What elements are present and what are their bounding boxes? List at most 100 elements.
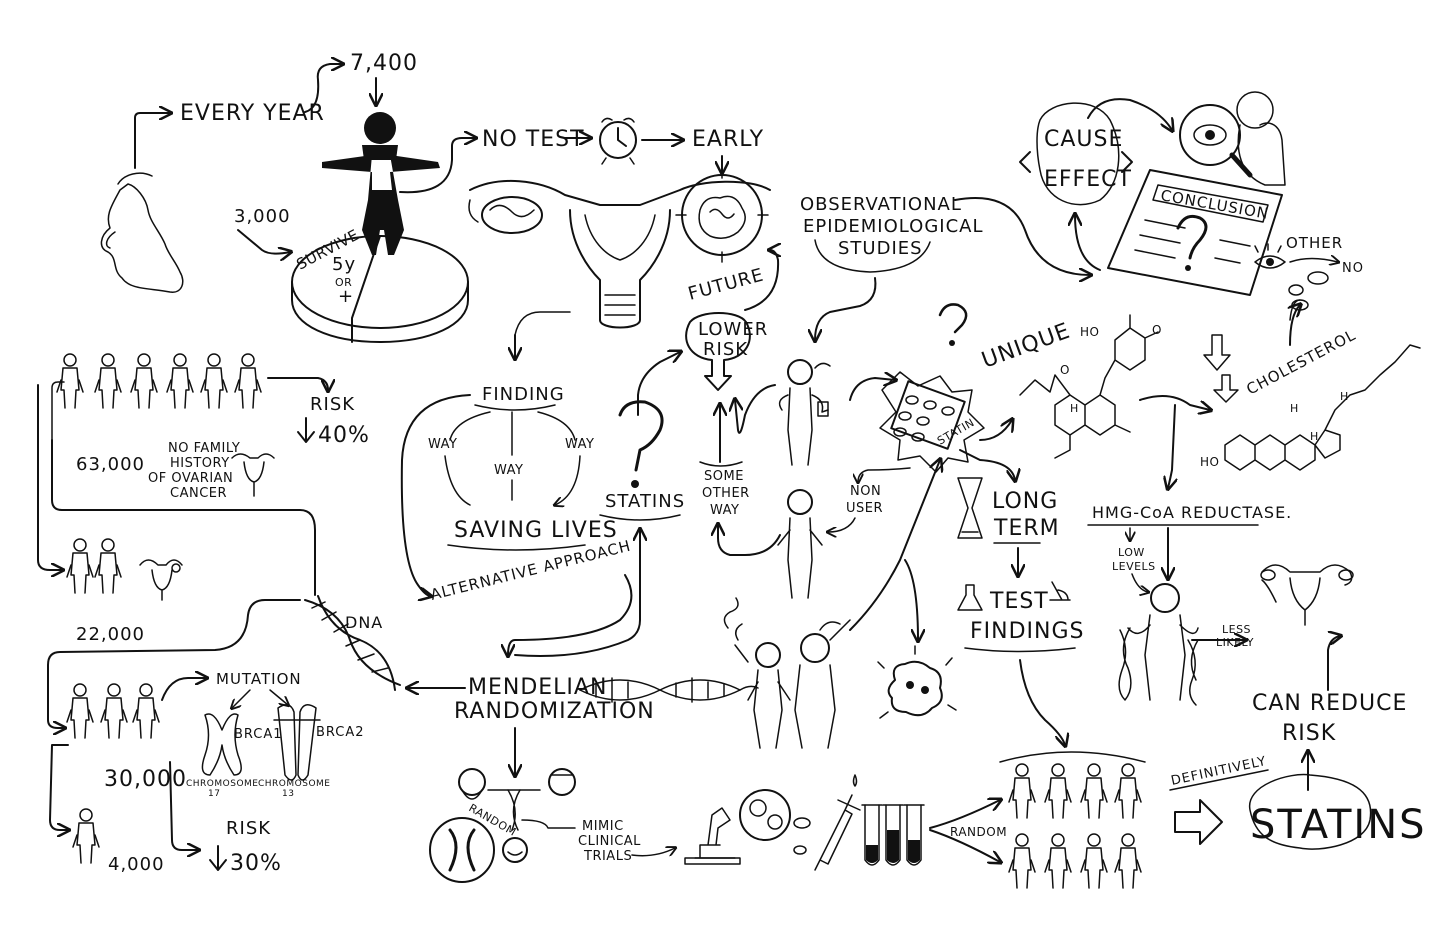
arrow-dna-to-women-bottom xyxy=(48,600,300,728)
chromosome-17-icon xyxy=(202,714,241,775)
no-family-1: NO FAMILY xyxy=(168,441,240,456)
arrow-conclusion-to-cause xyxy=(1075,215,1100,270)
cause-label: CAUSE xyxy=(1044,127,1123,152)
test-tubes-icon xyxy=(862,805,924,865)
definitively-label: DEFINITIVELY xyxy=(1170,754,1268,789)
microscope-icon xyxy=(685,808,740,864)
arrow-studies-to-person xyxy=(815,278,875,340)
less-likely-hook xyxy=(1262,580,1276,602)
people-group-top xyxy=(1009,764,1141,818)
women-row-mid xyxy=(67,539,121,593)
findings-label: FINDINGS xyxy=(970,619,1085,644)
saving-lives-label: SAVING LIVES xyxy=(454,518,618,543)
every-year-label: EVERY YEAR xyxy=(180,101,325,126)
findings-underline xyxy=(965,648,1075,652)
group-top-bracket xyxy=(1000,752,1145,762)
svg-text:HO: HO xyxy=(1080,325,1099,339)
observational-label: OBSERVATIONAL xyxy=(800,194,962,215)
some-other-way-arc xyxy=(700,462,742,466)
svg-text:H: H xyxy=(1290,402,1299,415)
single-woman xyxy=(73,809,99,863)
down-arrow-icon-2 xyxy=(1214,375,1238,402)
no-family-2: HISTORY xyxy=(170,456,230,471)
arrow-alternative-to-mendelian xyxy=(508,575,631,655)
risk-bottom-label: RISK xyxy=(226,818,271,839)
statin-pack-label: STATIN xyxy=(935,416,977,448)
brca1-label: BRCA1 xyxy=(234,727,283,742)
arrow-to-bacteria xyxy=(905,560,918,640)
observer-person-icon xyxy=(780,360,830,465)
small-uterus-icon-1 xyxy=(232,454,274,496)
women-row-top xyxy=(57,354,261,408)
arrow-to-4000 xyxy=(50,745,68,830)
arrow-to-mutation xyxy=(162,678,206,700)
other-way-1: OTHER xyxy=(702,486,750,501)
question-mark-icon-1 xyxy=(620,402,662,488)
count-63000-label: 63,000 xyxy=(76,454,145,475)
question-mark-icon-2 xyxy=(940,304,966,346)
risk-40-label: 40% xyxy=(318,423,370,448)
cholesterol-label: CHOLESTEROL xyxy=(1243,326,1358,399)
random-2-label: RANDOM xyxy=(950,825,1007,839)
arrow-nonuser-to-someway xyxy=(718,525,780,555)
finding-label: FINDING xyxy=(482,384,565,405)
epidemiological-label: EPIDEMIOLOGICAL xyxy=(803,216,984,237)
no-family-3: OF OVARIAN xyxy=(148,471,233,486)
long-label: LONG xyxy=(992,489,1058,514)
arrow-mutation-to-chr13 xyxy=(270,690,288,705)
risk-top-label: RISK xyxy=(310,394,355,415)
less-label: LESS xyxy=(1222,623,1251,636)
statins-q-label: STATINS xyxy=(605,491,685,512)
arrow-statin-to-molecule xyxy=(980,420,1012,440)
bacteria-icon xyxy=(878,646,956,718)
small-uterus-icon-2 xyxy=(140,560,182,600)
trials-label: TRIALS xyxy=(583,849,632,864)
chromosome-label-1: CHROMOSOME xyxy=(186,779,259,789)
way-mid: WAY xyxy=(494,463,523,478)
arrow-observer-to-statin xyxy=(850,378,895,400)
svg-text:H: H xyxy=(1340,390,1349,403)
arrow-tubes-to-group-top xyxy=(930,800,1000,828)
arrow-statin-to-long-term xyxy=(960,450,1015,480)
big-arrow-icon xyxy=(1175,800,1222,844)
plus-label: + xyxy=(338,286,354,307)
hourglass-icon xyxy=(958,478,982,538)
down-arrow-30 xyxy=(210,846,226,870)
woman-with-dna-icon xyxy=(1119,584,1198,705)
test-label: TEST xyxy=(989,589,1049,614)
way-right: WAY xyxy=(565,437,594,452)
effect-label: EFFECT xyxy=(1044,167,1132,192)
mutation-label: MUTATION xyxy=(216,670,302,688)
lower-label: LOWER xyxy=(698,319,768,340)
arrow-uk-to-every-year xyxy=(135,113,170,168)
dna-label: DNA xyxy=(345,613,383,632)
randomization-label: RANDOMIZATION xyxy=(454,699,655,724)
arrow-statin-to-non-user xyxy=(858,468,910,482)
low-label: LOW xyxy=(1118,546,1145,559)
down-arrow-40 xyxy=(298,418,314,442)
arrow-cause-to-magnifier xyxy=(1088,99,1172,130)
no-label: NO xyxy=(1342,261,1364,276)
petri-dish-icon xyxy=(740,790,810,854)
risk-mid-label: RISK xyxy=(703,339,748,360)
arrow-mutation-to-chr17 xyxy=(232,690,250,708)
svg-text:O: O xyxy=(1152,323,1162,337)
dna-helix-icon xyxy=(305,596,400,690)
can-reduce-label: CAN REDUCE xyxy=(1252,691,1407,716)
non-label: NON xyxy=(850,484,881,499)
no-family-4: CANCER xyxy=(170,486,227,501)
svg-text:H: H xyxy=(1070,402,1079,415)
brca2-label: BRCA2 xyxy=(316,725,365,740)
statins-big-label: STATINS xyxy=(1250,802,1427,848)
smokers-people-icon xyxy=(724,598,850,748)
syringe-icon xyxy=(815,775,860,870)
chromosome-label-2: CHROMOSOME xyxy=(258,779,331,789)
other-way-2: WAY xyxy=(710,503,739,518)
finding-branches xyxy=(450,412,575,455)
chromosome-13-icon xyxy=(274,705,320,780)
count-22000-label: 22,000 xyxy=(76,624,145,645)
flask-icon xyxy=(958,585,982,610)
count-7400-label: 7,400 xyxy=(350,51,418,76)
people-group-bottom xyxy=(1009,834,1141,888)
uk-map-icon xyxy=(101,173,182,292)
